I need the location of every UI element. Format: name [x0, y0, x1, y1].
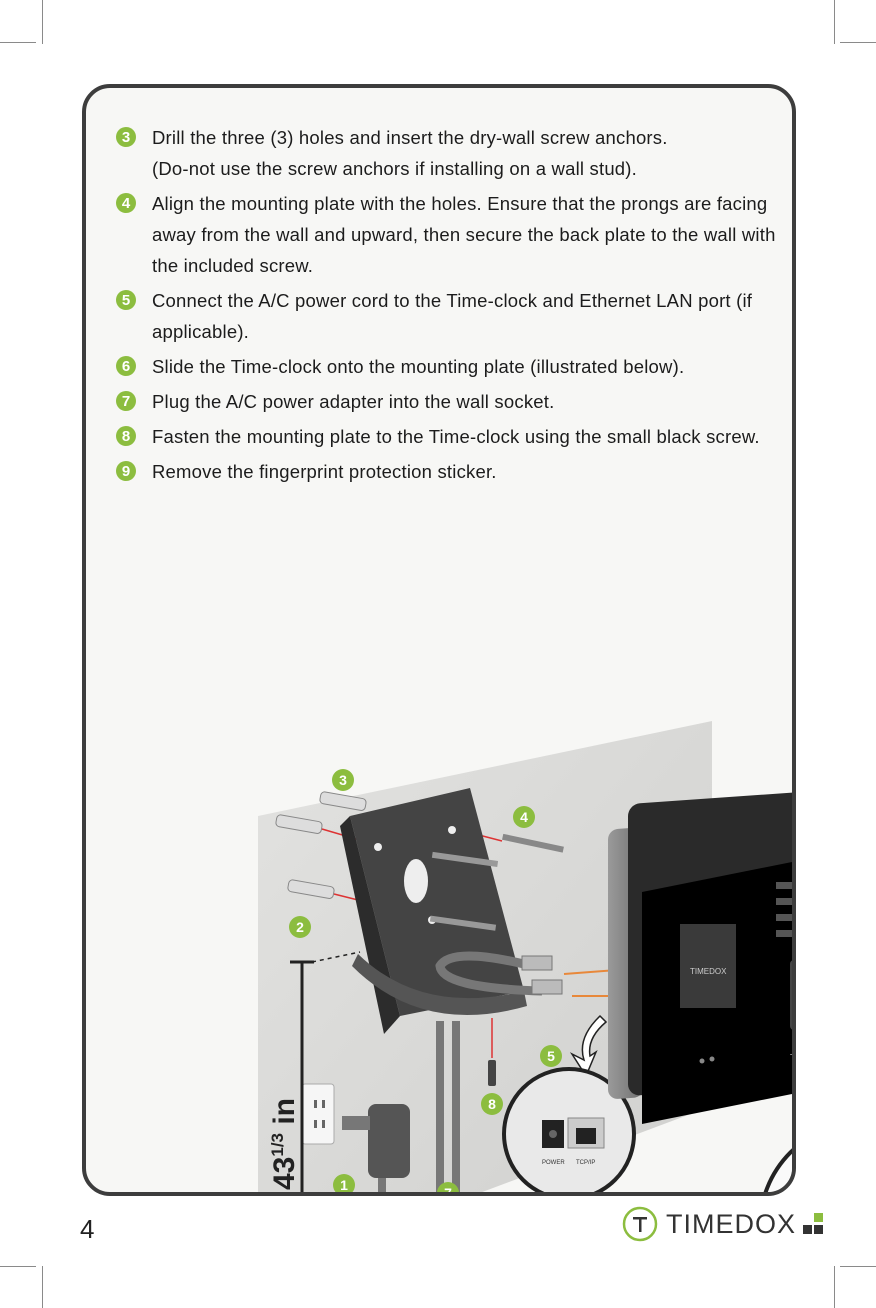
step-text: Remove the fingerprint protection sticke…: [152, 461, 497, 482]
device-front-brand: TIMEDOX: [790, 1053, 792, 1062]
svg-text:8: 8: [488, 1096, 496, 1112]
tcp-port-label: TCP/IP: [576, 1160, 595, 1166]
wall-outlet: [301, 1083, 335, 1145]
crop-mark: [42, 0, 43, 44]
crop-mark: [0, 1266, 36, 1267]
ethernet-plug: [531, 979, 563, 995]
step-item: 3 Drill the three (3) holes and insert t…: [116, 122, 776, 184]
footer-brand: TIMEDOX: [666, 1208, 797, 1239]
step-text: Drill the three (3) holes and insert the…: [152, 127, 668, 148]
brand-squares-icon: [803, 1213, 824, 1234]
crop-mark: [834, 1266, 835, 1308]
callout-badge: 5: [540, 1045, 562, 1067]
callout-badge: 4: [513, 806, 535, 828]
screw: [502, 833, 564, 853]
step-item: 6 Slide the Time-clock onto the mounting…: [116, 351, 776, 382]
svg-text:1: 1: [340, 1177, 348, 1192]
installation-illustration: 431/3 in POWER TCP/IP TIMEDOX TIMEDOX: [258, 721, 792, 1192]
cable: [435, 951, 543, 996]
height-label: 431/3 in: [268, 1098, 301, 1190]
callout-badge: 7: [437, 1182, 459, 1192]
step-number-badge: 8: [116, 426, 136, 446]
step-number-badge: 7: [116, 391, 136, 411]
svg-text:2: 2: [296, 919, 304, 935]
instructions-panel: 3 Drill the three (3) holes and insert t…: [82, 84, 796, 1196]
crop-mark: [840, 1266, 876, 1267]
step-item: 7 Plug the A/C power adapter into the wa…: [116, 386, 776, 417]
step-text: Connect the A/C power cord to the Time-c…: [152, 290, 753, 342]
callout-badge: 1: [333, 1174, 355, 1192]
step-text: Plug the A/C power adapter into the wall…: [152, 391, 555, 412]
svg-text:4: 4: [520, 809, 528, 825]
step-number-badge: 5: [116, 290, 136, 310]
crop-mark: [0, 42, 36, 43]
step-number-badge: 6: [116, 356, 136, 376]
screw: [431, 851, 499, 867]
crop-mark: [834, 0, 835, 44]
power-port-label: POWER: [542, 1160, 565, 1166]
screw: [429, 915, 497, 931]
arrow-icon: [569, 1014, 608, 1078]
step-item: 5 Connect the A/C power cord to the Time…: [116, 285, 776, 347]
svg-text:5: 5: [547, 1048, 555, 1064]
step-note: (Do-not use the screw anchors if install…: [152, 158, 637, 179]
svg-text:7: 7: [444, 1185, 452, 1192]
step-item: 8 Fasten the mounting plate to the Time-…: [116, 421, 776, 452]
slide-arrow-icon: [791, 1191, 792, 1192]
step-number-badge: 4: [116, 193, 136, 213]
power-adapter: [342, 1104, 410, 1178]
callout-badge: 3: [332, 769, 354, 791]
step-text: Slide the Time-clock onto the mounting p…: [152, 356, 685, 377]
step-number-badge: 3: [116, 127, 136, 147]
step-item: 4 Align the mounting plate with the hole…: [116, 188, 776, 281]
crop-mark: [42, 1266, 43, 1308]
callout-badge: 2: [289, 916, 311, 938]
svg-text:3: 3: [339, 772, 347, 788]
device-screen-brand: TIMEDOX: [690, 967, 727, 976]
step-number-badge: 9: [116, 461, 136, 481]
step-text: Align the mounting plate with the holes.…: [152, 193, 776, 276]
callout-badge: 8: [481, 1093, 503, 1115]
fastening-screw: [488, 1060, 496, 1086]
crop-mark: [840, 42, 876, 43]
port-detail-zoom: POWER TCP/IP: [502, 1067, 636, 1192]
timedox-logo-icon: [622, 1206, 658, 1242]
step-list: 3 Drill the three (3) holes and insert t…: [116, 122, 776, 491]
slide-on-detail-zoom: [763, 1148, 792, 1192]
ethernet-plug: [521, 955, 553, 971]
step-item: 9 Remove the fingerprint protection stic…: [116, 456, 776, 487]
page-number: 4: [80, 1214, 95, 1244]
keypad: [776, 882, 792, 937]
footer-logo: TIMEDOX: [620, 1204, 824, 1244]
step-text: Fasten the mounting plate to the Time-cl…: [152, 426, 760, 447]
time-clock-device: TIMEDOX TIMEDOX: [608, 788, 792, 1124]
screw-anchor: [275, 791, 367, 899]
